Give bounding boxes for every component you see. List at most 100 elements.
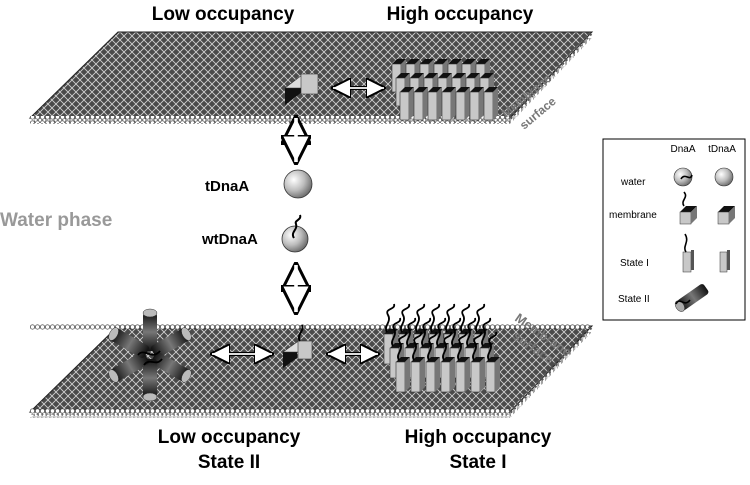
legend-water-tdnaa: [714, 167, 734, 187]
slab-top: [441, 357, 455, 362]
cylinder-body: [151, 352, 189, 381]
slab-side: [465, 357, 470, 392]
cylinder-end: [142, 308, 158, 318]
slab-top: [396, 357, 410, 362]
dnaa-tail: [460, 303, 471, 333]
legend-row-membrane: membrane: [609, 210, 657, 221]
slab-side: [409, 87, 414, 120]
cylinder-body: [111, 352, 149, 381]
dnaa-tail: [475, 303, 486, 333]
cylinder-end: [108, 327, 119, 341]
legend-row-water: water: [620, 177, 646, 188]
legend-water-dnaa: [673, 167, 693, 187]
slab-top: [448, 59, 462, 64]
top-high-occupancy-label: High occupancy: [387, 4, 534, 25]
slab-top: [466, 73, 480, 78]
slab-top: [400, 87, 414, 92]
cylinder-body: [151, 329, 189, 358]
dnaa-tail: [430, 303, 441, 333]
slab-face: [440, 361, 451, 393]
slab-face: [485, 361, 496, 393]
bottom-high-occupancy-label: High occupancy: [405, 427, 552, 448]
dnaa-tail: [400, 303, 411, 333]
slab-face: [427, 91, 438, 121]
dnaa-tail: [427, 331, 438, 361]
cylinder-end: [181, 327, 192, 341]
slab-top: [411, 357, 425, 362]
dnaa-tail: [445, 303, 456, 333]
slab-top: [420, 59, 434, 64]
slab-face: [399, 91, 410, 121]
bottom-monomer-block: [282, 324, 313, 368]
slab-face: [455, 361, 466, 393]
slab-side: [493, 87, 498, 120]
cylinder-body: [143, 313, 157, 351]
slab-top: [406, 59, 420, 64]
slab-top: [476, 59, 490, 64]
slab-side: [405, 357, 410, 392]
slab-top: [486, 357, 500, 362]
cylinder-end: [142, 392, 158, 402]
legend-membrane-dnaa: [679, 191, 697, 225]
state2-cylinder: [142, 308, 158, 351]
slab-face: [455, 91, 466, 121]
tdnaa-sphere: [283, 169, 313, 199]
state2-cylinder: [108, 327, 149, 358]
slab-top: [428, 87, 442, 92]
slab-top: [426, 357, 440, 362]
dnaa-tail: [472, 331, 483, 361]
slab-top: [414, 87, 428, 92]
dnaa-tail: [391, 317, 402, 347]
state2-cylinder: [142, 359, 158, 402]
slab-top: [410, 73, 424, 78]
state2-cylinder: [151, 352, 192, 383]
dnaa-tail: [457, 331, 468, 361]
dnaa-tail: [415, 303, 426, 333]
slab-side: [437, 87, 442, 120]
slab-top: [424, 73, 438, 78]
dnaa-tail: [421, 317, 432, 347]
legend-membrane-tdnaa: [717, 206, 735, 225]
top-low-occupancy-label: Low occupancy: [152, 4, 295, 25]
top-state1-cluster: [391, 59, 498, 121]
slab-top: [456, 357, 470, 362]
slab-face: [483, 91, 494, 121]
dnaa-tail: [451, 317, 462, 347]
wtdnaa-sphere: [281, 214, 309, 253]
slab-face: [425, 361, 436, 393]
dnaa-tail: [466, 317, 477, 347]
dnaa-tail: [487, 331, 498, 361]
dnaa-tail: [412, 331, 423, 361]
slab-side: [451, 87, 456, 120]
wtdnaa-label: wtDnaA: [201, 231, 258, 248]
top-monomer-block: [284, 73, 319, 105]
slab-top: [452, 73, 466, 78]
slab-side: [495, 357, 500, 392]
slab-top: [434, 59, 448, 64]
legend-state1-tdnaa: [719, 250, 730, 273]
slab-side: [480, 357, 485, 392]
slab-top: [470, 87, 484, 92]
slab-top: [456, 87, 470, 92]
slab-face: [413, 91, 424, 121]
state2-tails: [137, 350, 163, 366]
legend-col-tdnaa: tDnaA: [708, 144, 736, 155]
slab-top: [438, 73, 452, 78]
slab-side: [420, 357, 425, 392]
slab-face: [410, 361, 421, 393]
cylinder-end: [181, 369, 192, 383]
slab-face: [441, 91, 452, 121]
dnaa-tail: [436, 317, 447, 347]
water-phase-label: Water phase: [0, 210, 112, 231]
slab-side: [465, 87, 470, 120]
slab-top: [484, 87, 498, 92]
legend-row-state2: State II: [618, 294, 650, 305]
cylinder-end: [108, 369, 119, 383]
state2-star-cluster: [108, 308, 192, 402]
slab-face: [395, 361, 406, 393]
slab-side: [423, 87, 428, 120]
legend-col-dnaa: DnaA: [670, 144, 695, 155]
slab-top: [392, 59, 406, 64]
